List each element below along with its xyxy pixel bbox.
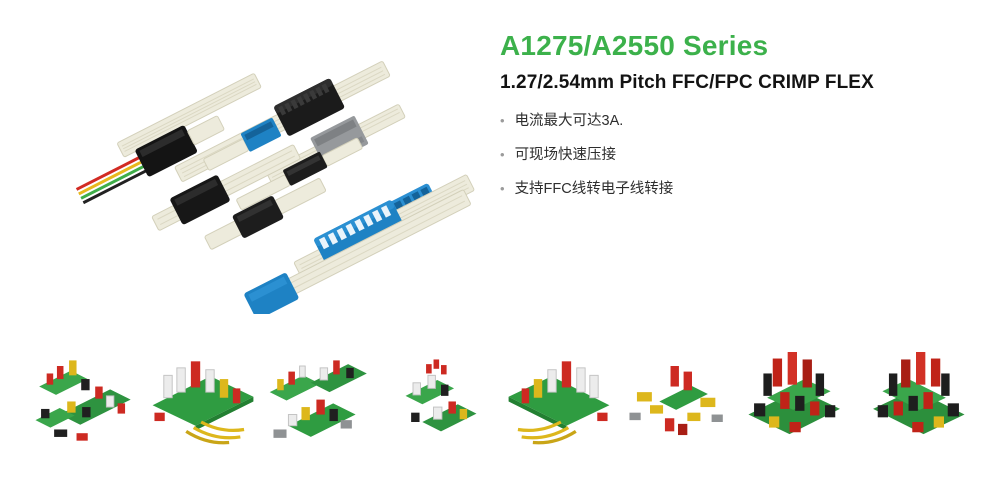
pcb-illustration — [147, 338, 259, 464]
wire-harness-connector — [75, 115, 225, 205]
feature-text: 支持FFC线转电子线转接 — [514, 181, 674, 198]
application-thumbnail-1 — [28, 338, 140, 464]
black-crimp-connector — [274, 78, 345, 136]
application-thumbnail-3 — [266, 338, 378, 464]
feature-list: • 电流最大可达3A. • 可现场快速压接 • 支持FFC线转电子线转接 — [500, 109, 975, 198]
hero-illustration — [75, 61, 475, 314]
black-connector-small — [236, 137, 363, 210]
black-connector-mid-2 — [204, 178, 327, 250]
series-subtitle: 1.27/2.54mm Pitch FFC/FPC CRIMP FLEX — [500, 72, 874, 94]
pcb-illustration — [622, 338, 734, 464]
pcb-illustration — [741, 338, 853, 464]
application-thumbnail-5 — [503, 338, 615, 464]
feature-item: • 支持FFC线转电子线转接 — [500, 177, 975, 198]
feature-item: • 可现场快速压接 — [500, 143, 975, 164]
black-connector-mid — [151, 144, 301, 231]
bullet-icon: • — [500, 113, 505, 129]
feature-item: • 电流最大可达3A. — [500, 109, 975, 130]
blue-connector-small — [203, 118, 281, 171]
pcb-illustration — [28, 338, 140, 464]
feature-text: 可现场快速压接 — [514, 147, 617, 164]
product-gallery — [0, 338, 1000, 464]
pcb-illustration — [860, 338, 972, 464]
feature-text: 电流最大可达3A. — [514, 113, 624, 130]
application-thumbnail-7 — [741, 338, 853, 464]
ffc-ribbon — [117, 73, 262, 158]
blue-connector-bottom — [244, 189, 471, 314]
application-thumbnail-2 — [147, 338, 259, 464]
pcb-illustration — [385, 338, 497, 464]
series-title: A1275/A2550 Series — [500, 30, 769, 61]
hero-text-block: A1275/A2550 Series 1.27/2.54mm Pitch FFC… — [500, 30, 975, 211]
pcb-illustration — [266, 338, 378, 464]
application-thumbnail-4 — [385, 338, 497, 464]
application-thumbnail-8 — [860, 338, 972, 464]
application-thumbnail-6 — [622, 338, 734, 464]
bullet-icon: • — [500, 147, 505, 163]
bullet-icon: • — [500, 181, 505, 197]
pcb-illustration — [503, 338, 615, 464]
